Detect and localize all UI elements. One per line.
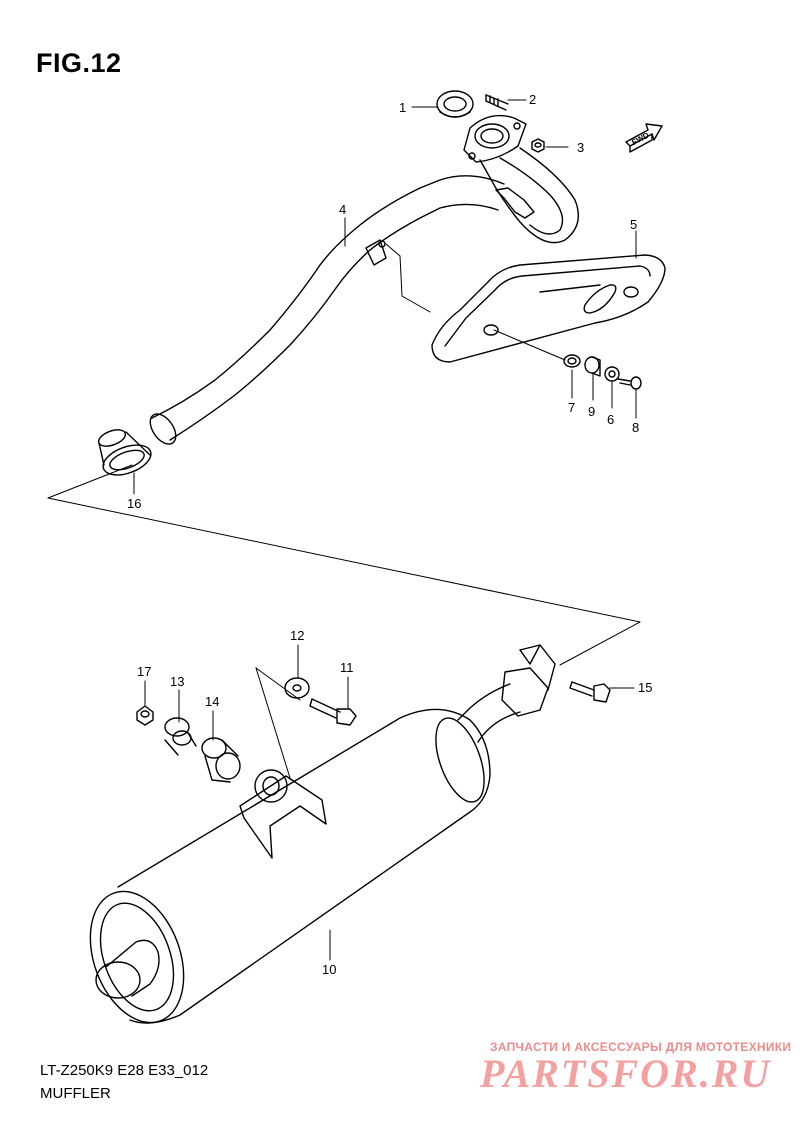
- diagram-caption: MUFFLER: [40, 1085, 111, 1102]
- callout-14: 14: [205, 694, 219, 709]
- callout-11: 11: [340, 660, 354, 675]
- flange-nut: [531, 138, 545, 153]
- exhaust-pipe: [149, 147, 579, 445]
- callout-2: 2: [529, 92, 536, 107]
- callout-16: 16: [127, 496, 141, 511]
- muffler-grommet: [201, 737, 241, 783]
- exhaust-gasket: [436, 90, 474, 118]
- heat-shield: [431, 254, 666, 363]
- shield-collar: [604, 366, 620, 382]
- shield-grommet: [584, 356, 601, 377]
- stud-bolt: [485, 94, 509, 111]
- shield-washer: [563, 354, 581, 368]
- watermark-tagline: ЗАПЧАСТИ И АКСЕССУАРЫ ДЛЯ МОТОТЕХНИКИ: [490, 1040, 792, 1054]
- callout-15: 15: [638, 680, 652, 695]
- callout-8: 8: [632, 420, 639, 435]
- callout-6: 6: [607, 412, 614, 427]
- callout-1: 1: [399, 100, 406, 115]
- callout-10: 10: [322, 962, 336, 977]
- callout-9: 9: [588, 404, 595, 419]
- leader-lines: [133, 99, 637, 961]
- diagram-code: LT-Z250K9 E28 E33_012: [40, 1062, 209, 1079]
- connector-tube: [97, 429, 152, 476]
- muffler-bolt: [309, 698, 357, 726]
- watermark-brand[interactable]: PARTSFOR.RU: [480, 1051, 772, 1096]
- muffler-nut: [136, 705, 154, 726]
- fwd-arrow-icon: [625, 123, 663, 153]
- reference-lines: [47, 243, 641, 779]
- muffler-body: [89, 644, 556, 1024]
- callout-12: 12: [290, 628, 304, 643]
- callout-5: 5: [630, 217, 637, 232]
- callout-7: 7: [568, 400, 575, 415]
- pipe-clamp-bolt: [569, 681, 611, 703]
- exhaust-flange: [463, 114, 527, 163]
- figure-title: FIG.12: [36, 48, 122, 78]
- callout-13: 13: [170, 674, 184, 689]
- callout-4: 4: [339, 202, 346, 217]
- muffler-collar: [164, 717, 197, 756]
- shield-bolt: [617, 376, 642, 390]
- muffler-washer: [284, 677, 310, 699]
- callout-17: 17: [137, 664, 151, 679]
- callout-3: 3: [577, 140, 584, 155]
